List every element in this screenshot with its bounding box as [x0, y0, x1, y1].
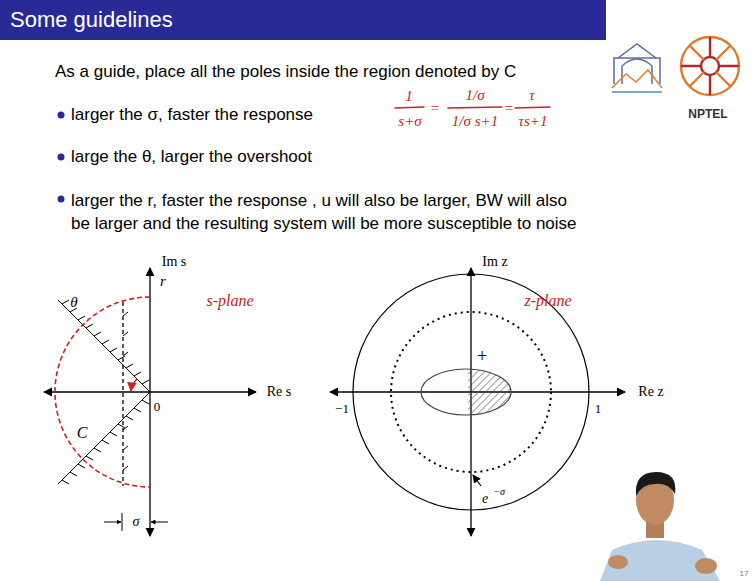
- exponent-power: −σ: [493, 485, 505, 498]
- handwritten-math: 1/σ: [465, 85, 484, 105]
- region-boundary: [58, 392, 150, 484]
- presenter: [608, 555, 628, 569]
- angle-label: θ: [70, 292, 77, 312]
- nptel-logo: [690, 46, 730, 86]
- bullet-dots: [58, 112, 65, 119]
- nptel-logo: [681, 37, 739, 95]
- presenter: [636, 472, 676, 496]
- institute-logo: [612, 91, 662, 93]
- radius-arc: [55, 297, 150, 487]
- institute-logo: [618, 44, 656, 58]
- title-bar: Some guidelines: [0, 0, 606, 40]
- handwritten-math: =: [431, 98, 439, 118]
- presenter: [600, 540, 720, 581]
- leader-line: [473, 475, 481, 486]
- unit-circle: [353, 274, 589, 510]
- region-label: C: [77, 422, 88, 443]
- presenter: [695, 558, 717, 574]
- bullet-dots: [58, 154, 65, 161]
- bullet-text: large the θ, larger the overshoot: [71, 146, 312, 168]
- region-boundary: [58, 300, 150, 486]
- presenter: [600, 472, 720, 581]
- fraction-bars: [395, 107, 424, 108]
- institute-logo: [612, 44, 662, 92]
- handwritten-math: s+σ: [398, 111, 421, 131]
- hatched-ellipse: [421, 365, 518, 420]
- sigma-dimension: [104, 522, 121, 523]
- handwritten-math: τ: [529, 85, 534, 105]
- axis-label: Im z: [482, 253, 507, 271]
- unit-circle: [391, 312, 551, 472]
- hatched-ellipse: [421, 369, 511, 415]
- exponent-base: e: [482, 490, 488, 508]
- handwritten-math: 1/σ s+1: [452, 111, 498, 131]
- z-plane-axes: [330, 268, 625, 536]
- s-plane-axes: [44, 268, 256, 536]
- radius-arc: [55, 297, 150, 487]
- intro-text: As a guide, place all the poles inside t…: [55, 61, 516, 83]
- plane-note: z-plane: [524, 290, 571, 311]
- axis-label: Im s: [162, 253, 187, 271]
- fraction-bars: [448, 107, 502, 108]
- handwritten-math: 1: [405, 86, 413, 106]
- axis-label: Re z: [638, 383, 663, 401]
- bullet-dots: [58, 196, 65, 203]
- region-boundary: [62, 300, 149, 384]
- axis-label: Re s: [267, 383, 292, 401]
- sigma-dimension: [104, 513, 168, 531]
- handwritten-math: τs+1: [519, 111, 548, 131]
- nptel-logo: [681, 37, 739, 95]
- region-boundary: [62, 400, 149, 484]
- plane-note: s-plane: [206, 290, 253, 311]
- origin-label: 0: [154, 398, 161, 415]
- nptel-logo: [681, 37, 739, 95]
- s-plane-axes: [149, 268, 150, 536]
- pole-marker: +: [477, 345, 487, 368]
- slide-title: Some guidelines: [0, 0, 606, 40]
- leader-line: [473, 475, 481, 486]
- fraction-bars: [395, 107, 550, 108]
- bullet-text: larger the r, faster the response , u wi…: [71, 189, 583, 235]
- institute-logo: [612, 70, 662, 88]
- fraction-bars: [515, 107, 550, 108]
- radius-label: r: [160, 271, 166, 291]
- radius-arc: [131, 379, 137, 391]
- region-boundary: [58, 300, 150, 392]
- bullet-dots: [58, 112, 65, 203]
- handwritten-math: =: [505, 98, 513, 118]
- bullet-text: larger the σ, faster the response: [71, 104, 313, 126]
- slide-number: 17: [740, 569, 749, 579]
- region-boundary: [123, 312, 128, 470]
- sigma-dimension: [122, 513, 123, 531]
- region-boundary: [122, 302, 123, 486]
- sigma-dimension: [151, 522, 168, 523]
- tick-label: 1: [595, 400, 602, 417]
- unit-circle: [353, 274, 589, 510]
- dimension-label: σ: [133, 513, 140, 531]
- tick-label: −1: [335, 400, 349, 417]
- logo-text: NPTEL: [688, 106, 727, 122]
